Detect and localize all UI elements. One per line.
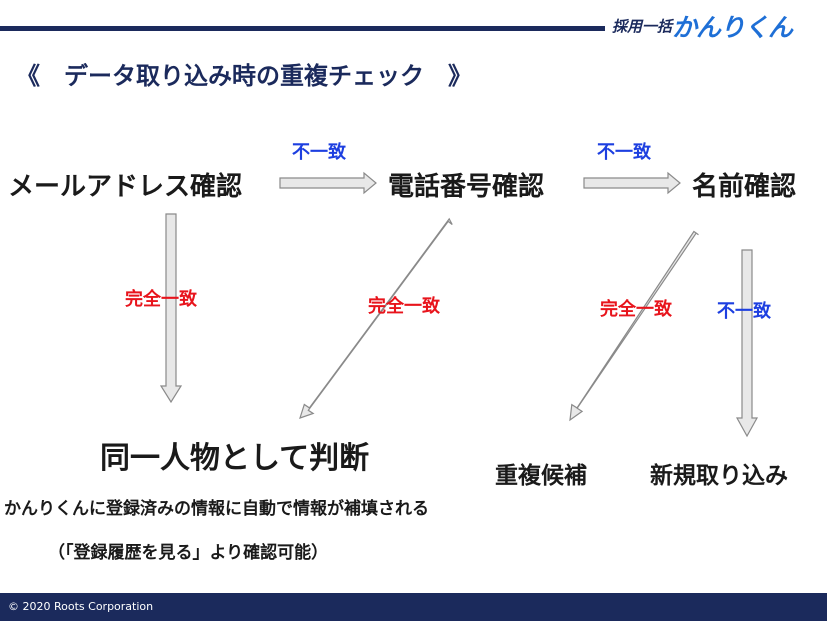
node-phone-check: 電話番号確認 bbox=[388, 172, 545, 202]
node-same-person: 同一人物として判断 bbox=[100, 441, 370, 476]
note-autofill: かんりくんに登録済みの情報に自動で情報が補填される bbox=[4, 499, 429, 519]
arrow-email-to-phone bbox=[279, 171, 377, 195]
node-new-import: 新規取り込み bbox=[650, 463, 788, 489]
note-history: （「登録履歴を見る」より確認可能） bbox=[48, 543, 329, 563]
arrow-email-to-same-person bbox=[159, 213, 183, 404]
label-match-phone: 完全一致 bbox=[368, 296, 440, 317]
node-duplicate-candidate: 重複候補 bbox=[495, 463, 587, 489]
brand-logo: 採用一括かんりくん bbox=[612, 8, 824, 42]
label-match-name: 完全一致 bbox=[600, 299, 672, 320]
footer-bar: © 2020 Roots Corporation bbox=[0, 593, 827, 621]
arrow-name-to-new-import bbox=[735, 249, 759, 438]
arrow-phone-to-same-person bbox=[299, 217, 453, 419]
label-mismatch-email: 不一致 bbox=[292, 142, 346, 163]
logo-prefix: 採用一括 bbox=[612, 17, 673, 36]
header-rule bbox=[0, 26, 605, 31]
label-match-email: 完全一致 bbox=[125, 289, 197, 310]
page-title: 《 データ取り込み時の重複チェック 》 bbox=[16, 62, 472, 90]
copyright-text: © 2020 Roots Corporation bbox=[8, 600, 154, 613]
flow-arrows bbox=[159, 171, 759, 438]
logo-main: かんりくん bbox=[672, 13, 793, 42]
label-mismatch-phone: 不一致 bbox=[597, 142, 651, 163]
node-name-check: 名前確認 bbox=[692, 172, 797, 202]
node-email-check: メールアドレス確認 bbox=[8, 172, 243, 202]
arrow-name-to-duplicate bbox=[569, 230, 699, 422]
label-mismatch-name: 不一致 bbox=[717, 301, 771, 322]
arrow-phone-to-name bbox=[583, 171, 681, 195]
